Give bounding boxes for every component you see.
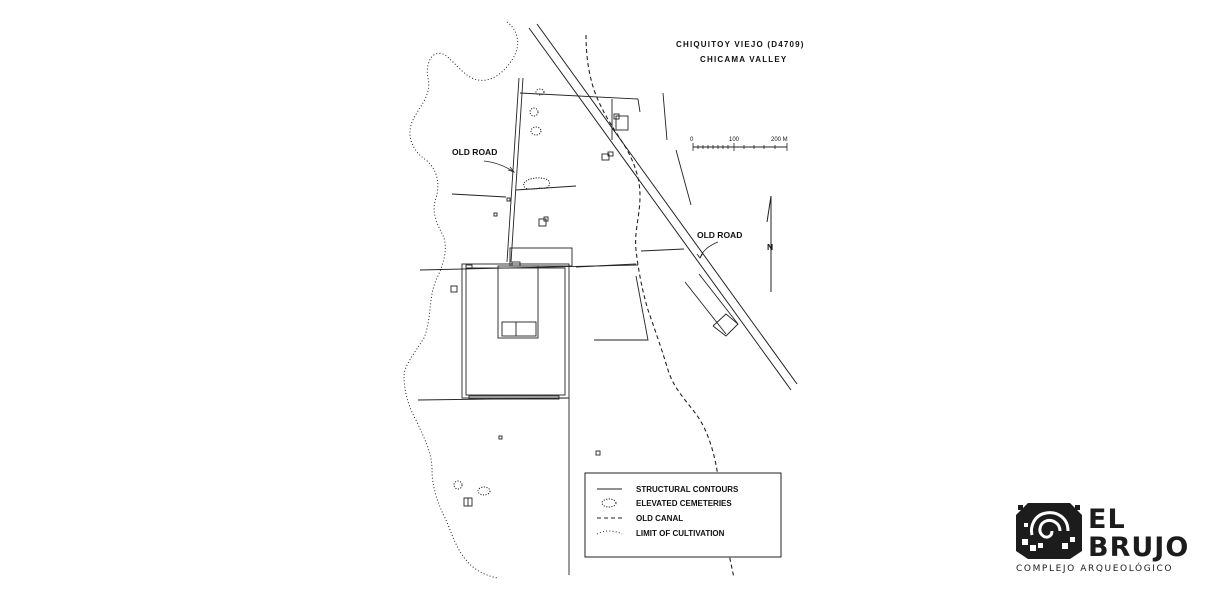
legend-label-canal: OLD CANAL (636, 514, 683, 523)
map-title: CHIQUITOY VIEJO (D4709) (676, 40, 805, 49)
brand-subtitle: COMPLEJO ARQUEOLÓGICO (1016, 562, 1173, 574)
legend-label-cemetery: ELEVATED CEMETERIES (636, 499, 732, 508)
scale-label-200: 200 M (771, 137, 788, 143)
legend: STRUCTURAL CONTOURS ELEVATED CEMETERIES … (584, 472, 782, 558)
el-brujo-logo: EL BRUJO COMPLEJO ARQUEOLÓGICO (1016, 503, 1189, 574)
legend-label-structural: STRUCTURAL CONTOURS (636, 485, 739, 494)
limit-of-cultivation-line (403, 21, 519, 579)
legend-symbol-cemetery (601, 498, 617, 508)
old-road-label-east: OLD ROAD (697, 230, 742, 240)
scale-label-100: 100 (729, 137, 740, 143)
map-subtitle: CHICAMA VALLEY (700, 55, 787, 64)
north-label: N (767, 242, 773, 252)
brand-line-1: EL (1088, 504, 1126, 535)
old-road-label-west: OLD ROAD (452, 147, 497, 157)
legend-label-cultivation: LIMIT OF CULTIVATION (636, 529, 725, 538)
brand-line-2: BRUJO (1088, 532, 1189, 563)
old-canal-line (585, 34, 735, 579)
scale-label-0: 0 (690, 137, 694, 143)
serpent-spiral-icon (1016, 503, 1082, 559)
